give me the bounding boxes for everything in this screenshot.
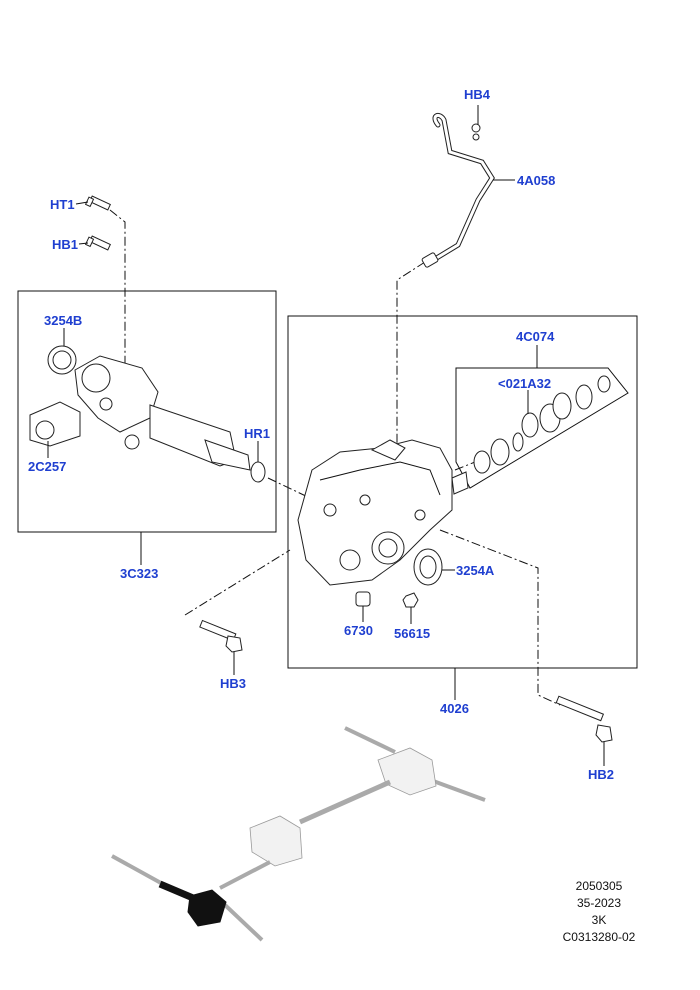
plug-6730 — [355, 591, 371, 607]
centerline-hr1 — [267, 477, 311, 499]
callout-hb2[interactable]: HB2 — [588, 767, 615, 782]
group-box-4c074 — [455, 367, 629, 489]
reference-line-3: 3K — [591, 913, 607, 927]
reference-block: 2050305 35-2023 3K C0313280-02 — [540, 878, 658, 946]
reference-line-4: C0313280-02 — [562, 930, 636, 944]
fastener-hb1 — [84, 235, 111, 251]
callout-56615[interactable]: 56615 — [394, 626, 431, 641]
group-box-4026 — [287, 315, 638, 669]
plug-56615 — [402, 592, 419, 608]
drivetrain-overview — [111, 726, 486, 942]
callout-hr1[interactable]: HR1 — [244, 426, 271, 441]
callout-3254a[interactable]: 3254A — [456, 563, 495, 578]
intermediate-shaft-3c323 — [29, 345, 251, 471]
bolt-hb2 — [555, 695, 613, 743]
group-box-3c323 — [17, 290, 277, 533]
fastener-ht1 — [84, 195, 111, 211]
callout-4a058[interactable]: 4A058 — [517, 173, 556, 188]
callout-2c257[interactable]: 2C257 — [28, 459, 67, 474]
seal-kit-4c074 — [473, 375, 611, 474]
callout-4c074[interactable]: 4C074 — [516, 329, 555, 344]
snap-ring-hr1 — [250, 461, 266, 483]
vent-tube-4a058 — [421, 112, 495, 268]
callout-021a32[interactable]: <021A32 — [498, 376, 552, 391]
leader-hb1 — [78, 242, 89, 245]
callout-3254b[interactable]: 3254B — [44, 313, 83, 328]
callout-6730[interactable]: 6730 — [344, 623, 373, 638]
reference-line-2: 35-2023 — [576, 896, 622, 910]
reference-line-1: 2050305 — [575, 879, 623, 893]
transfer-case-4026 — [297, 439, 469, 586]
centerline-hb3 — [184, 549, 291, 616]
centerline-hb2 — [439, 529, 561, 706]
callout-4026[interactable]: 4026 — [440, 701, 469, 716]
centerline-4a058 — [396, 261, 426, 470]
callout-ht1[interactable]: HT1 — [50, 197, 75, 212]
callout-hb1[interactable]: HB1 — [52, 237, 79, 252]
callout-hb4[interactable]: HB4 — [464, 87, 491, 102]
leader-ht1 — [75, 201, 89, 205]
seal-3254a — [413, 548, 443, 586]
highlighted-housing — [187, 889, 227, 927]
callout-3c323[interactable]: 3C323 — [120, 566, 159, 581]
callout-hb3[interactable]: HB3 — [220, 676, 247, 691]
bolt-hb3 — [199, 619, 243, 653]
centerline-4c074 — [454, 461, 476, 471]
centerline-ht1-hb1 — [109, 209, 126, 420]
